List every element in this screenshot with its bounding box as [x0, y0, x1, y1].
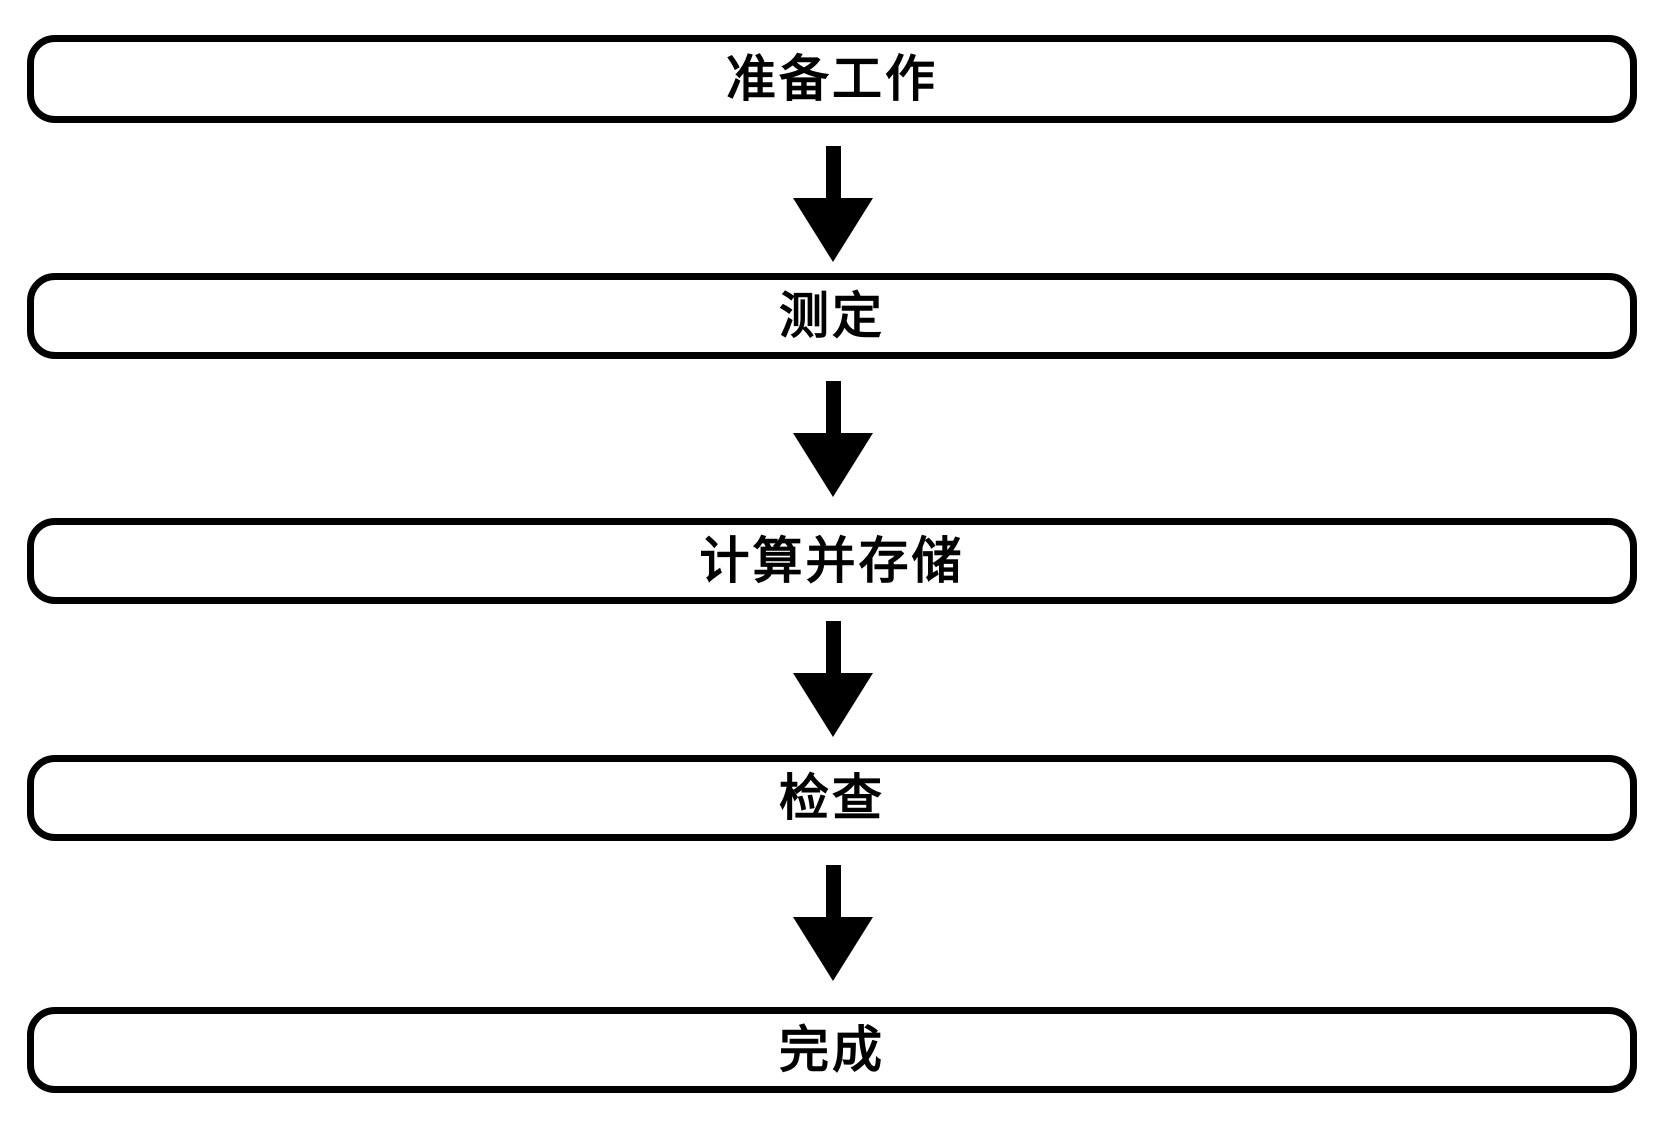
arrow-down-icon — [793, 381, 873, 497]
flow-step-preparation: 准备工作 — [27, 35, 1637, 123]
arrow-stem — [825, 146, 841, 198]
flow-step-measurement: 测定 — [27, 273, 1637, 359]
arrow-stem — [825, 865, 841, 917]
arrow-down-icon — [793, 146, 873, 262]
flow-step-calculate-store: 计算并存储 — [27, 518, 1637, 604]
arrow-head — [793, 433, 873, 497]
flow-step-label: 测定 — [779, 287, 885, 345]
arrow-down-icon — [793, 621, 873, 737]
arrow-head — [793, 198, 873, 262]
arrow-head — [793, 673, 873, 737]
flow-step-label: 检查 — [779, 769, 885, 827]
flow-step-label: 计算并存储 — [699, 532, 965, 590]
arrow-stem — [825, 621, 841, 673]
arrow-stem — [825, 381, 841, 433]
arrow-head — [793, 917, 873, 981]
flow-step-label: 准备工作 — [726, 50, 938, 108]
arrow-down-icon — [793, 865, 873, 981]
flow-step-label: 完成 — [779, 1021, 885, 1079]
flow-step-check: 检查 — [27, 755, 1637, 841]
flow-step-complete: 完成 — [27, 1007, 1637, 1093]
